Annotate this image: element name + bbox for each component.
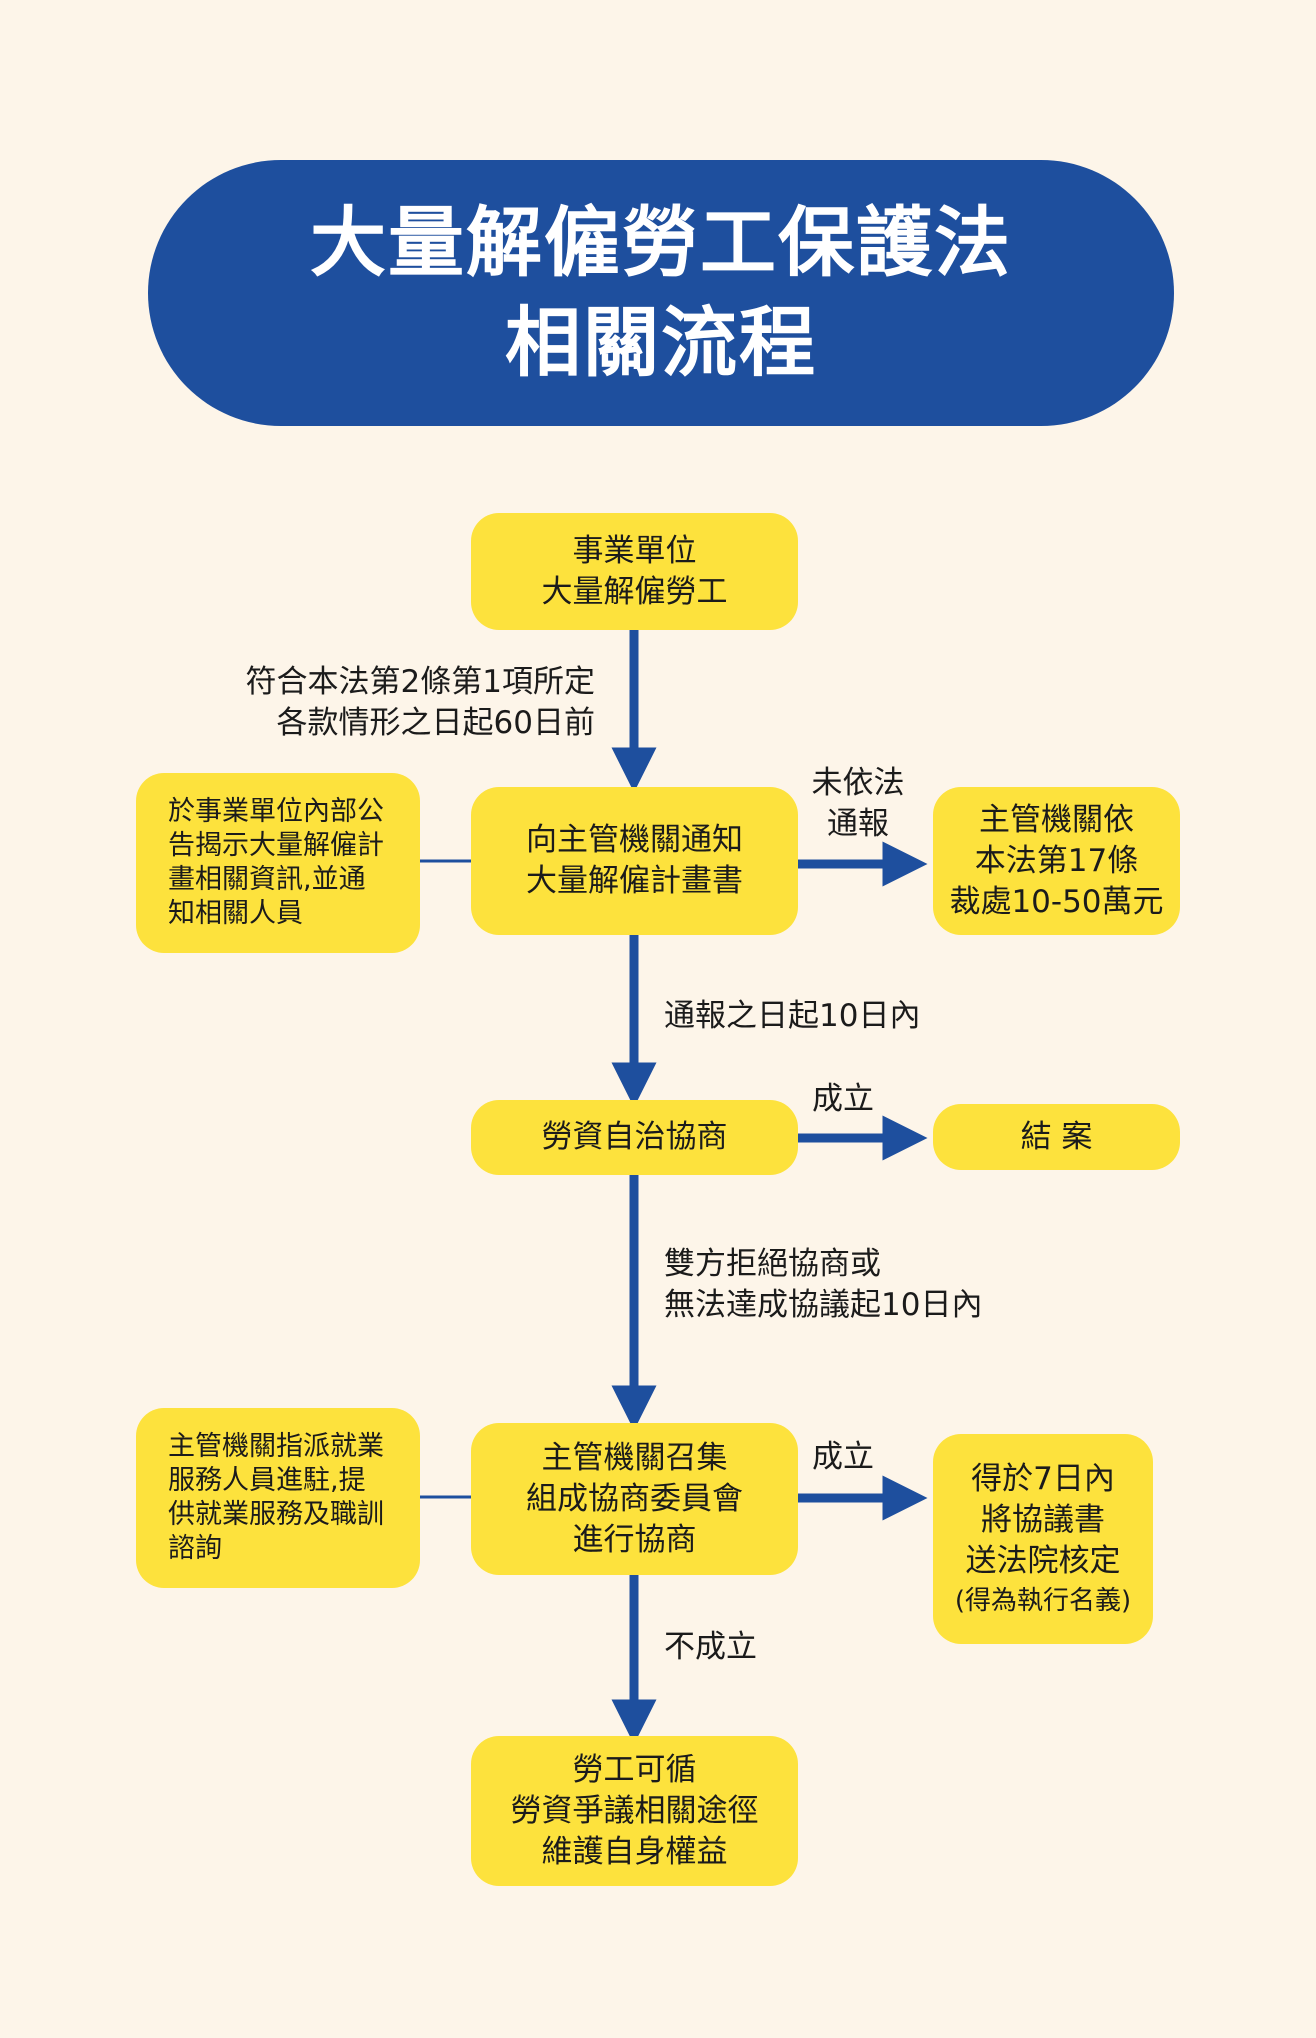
edge-text: 成立 — [812, 1081, 874, 1117]
edge-text: 雙方拒絕協商或 — [664, 1246, 881, 1282]
edge-label-60-days: 符合本法第2條第1項所定 各款情形之日起60日前 — [200, 662, 595, 744]
node-text: 畫相關資訊,並通 — [168, 864, 366, 895]
node-notify-plan: 向主管機關通知 大量解僱計畫書 — [471, 787, 798, 935]
node-text: 向主管機關通知 — [526, 822, 743, 858]
node-close-case: 結 案 — [933, 1104, 1180, 1170]
node-text: 勞工可循 — [572, 1751, 697, 1788]
edge-text: 成立 — [812, 1439, 874, 1475]
node-penalty: 主管機關依 本法第17條 裁處10-50萬元 — [933, 787, 1180, 935]
edge-label-not-reported: 未依法 通報 — [808, 763, 908, 845]
node-text: 事業單位 — [572, 532, 697, 569]
node-text: (得為執行名義) — [954, 1585, 1132, 1616]
node-text: 裁處10-50萬元 — [949, 883, 1164, 920]
node-dispute-route: 勞工可循 勞資爭議相關途徑 維護自身權益 — [471, 1736, 798, 1886]
edge-label-10-days-report: 通報之日起10日內 — [664, 996, 920, 1037]
node-text: 送法院核定 — [965, 1542, 1121, 1579]
node-start: 事業單位 大量解僱勞工 — [471, 513, 798, 630]
node-text: 維護自身權益 — [541, 1833, 728, 1870]
node-employment-service: 主管機關指派就業 服務人員進駐,提 供就業服務及職訓 諮詢 — [136, 1408, 420, 1588]
node-court-approval: 得於7日內 將協議書 送法院核定 (得為執行名義) — [933, 1434, 1153, 1644]
node-text: 勞資爭議相關途徑 — [510, 1792, 759, 1829]
edge-text: 符合本法第2條第1項所定 — [245, 664, 595, 700]
node-text: 結 案 — [1020, 1118, 1093, 1155]
edge-text: 通報 — [827, 806, 889, 842]
node-text: 勞資自治協商 — [541, 1119, 728, 1155]
node-text: 將協議書 — [981, 1501, 1105, 1538]
edge-text: 各款情形之日起60日前 — [276, 705, 595, 741]
node-text: 服務人員進駐,提 — [168, 1465, 366, 1496]
node-text: 於事業單位內部公 — [168, 796, 384, 827]
edge-text: 通報之日起10日內 — [664, 998, 921, 1034]
node-text: 組成協商委員會 — [526, 1480, 743, 1517]
node-text: 告揭示大量解僱計 — [168, 830, 384, 861]
edge-text: 未依法 — [811, 765, 905, 801]
node-text: 大量解僱勞工 — [541, 573, 728, 610]
node-text: 得於7日內 — [971, 1460, 1115, 1497]
title-line-2: 相關流程 — [505, 298, 817, 387]
node-text: 主管機關依 — [979, 801, 1134, 838]
node-text: 本法第17條 — [974, 842, 1139, 879]
node-internal-announcement: 於事業單位內部公 告揭示大量解僱計 畫相關資訊,並通 知相關人員 — [136, 773, 420, 953]
edge-label-not-established: 不成立 — [664, 1627, 757, 1668]
edge-label-established: 成立 — [812, 1437, 874, 1478]
edge-text: 不成立 — [664, 1629, 757, 1665]
node-committee: 主管機關召集 組成協商委員會 進行協商 — [471, 1423, 798, 1575]
title-banner: 大量解僱勞工保護法 相關流程 — [148, 160, 1174, 426]
node-text: 知相關人員 — [168, 898, 303, 929]
node-text: 大量解僱計畫書 — [526, 863, 743, 899]
title-line-1: 大量解僱勞工保護法 — [310, 198, 1012, 287]
node-text: 進行協商 — [572, 1521, 697, 1558]
node-text: 諮詢 — [168, 1533, 222, 1564]
edge-label-established: 成立 — [812, 1079, 874, 1120]
edge-label-refuse-or-fail: 雙方拒絕協商或 無法達成協議起10日內 — [664, 1244, 982, 1326]
node-self-negotiation: 勞資自治協商 — [471, 1100, 798, 1175]
node-text: 主管機關召集 — [541, 1439, 728, 1476]
node-text: 供就業服務及職訓 — [168, 1499, 384, 1530]
edge-text: 無法達成協議起10日內 — [664, 1287, 983, 1323]
node-text: 主管機關指派就業 — [168, 1431, 384, 1462]
